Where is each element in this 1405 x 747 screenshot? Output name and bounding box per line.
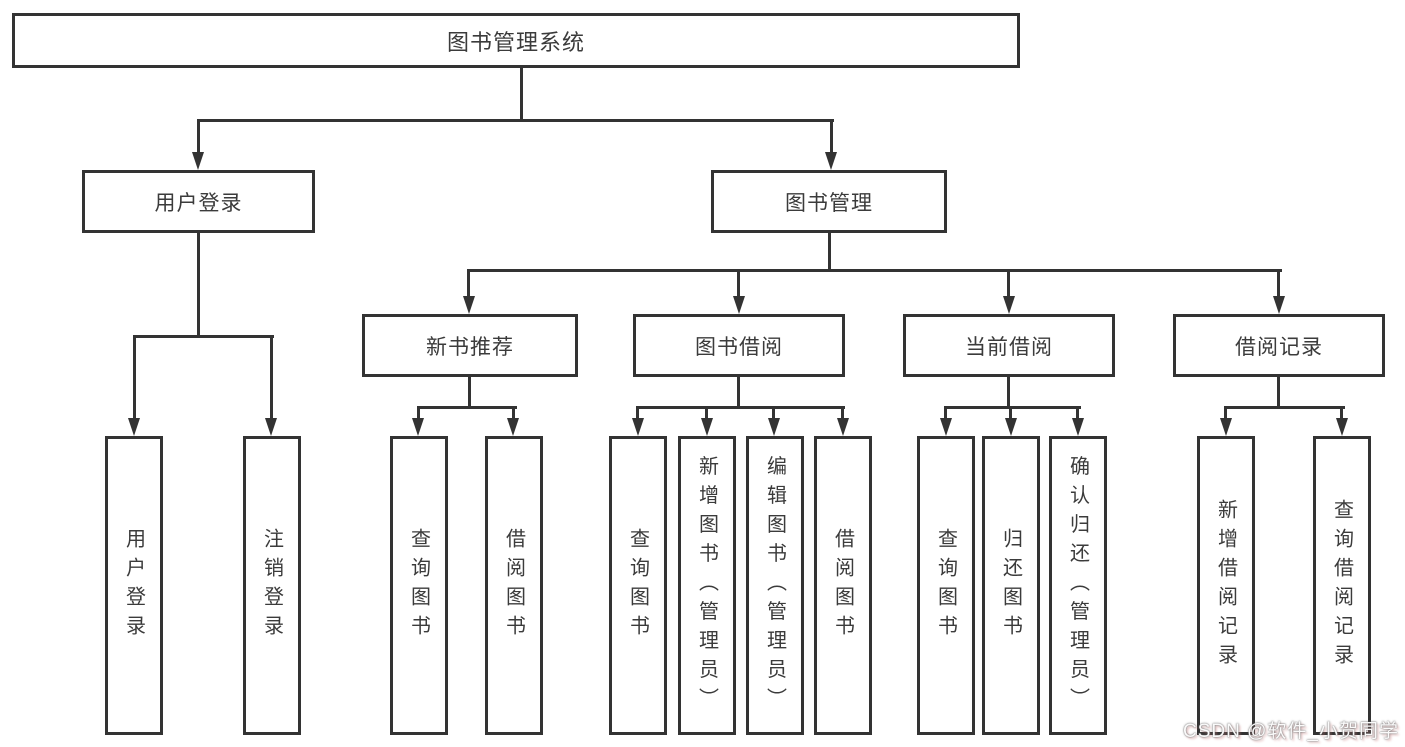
leaf-label: 注销登录 [260,527,283,644]
leaf-label: 查询图书 [934,527,957,644]
node-label: 借阅记录 [1235,335,1323,359]
leaf-label: 归还图书 [999,527,1022,644]
connector-line [828,233,831,271]
arrowhead [128,418,140,436]
connector-line [841,409,844,419]
connector-line [133,335,274,338]
connector-line [417,409,420,419]
csdn-watermark: CSDN @软件_小贺同学 [1183,721,1399,742]
connector-line [467,272,470,298]
leaf-logout: 注销登录 [243,436,301,735]
connector-line [133,338,136,420]
connector-line [1076,409,1079,419]
leaf-query-books: 查询图书 [390,436,448,735]
arrowhead [1336,418,1348,436]
connector-line [772,409,775,419]
arrowhead [507,418,519,436]
arrowhead [825,152,837,170]
leaf-label: 用户登录 [122,527,145,644]
leaf-query-books: 查询图书 [609,436,667,735]
leaf-label: 编辑图书（管理员） [763,455,786,716]
node-book-borrow: 图书借阅 [633,314,845,377]
arrowhead [701,418,713,436]
node-root: 图书管理系统 [12,13,1020,68]
arrowhead [412,418,424,436]
node-new-book-recommend: 新书推荐 [362,314,578,377]
node-label: 图书借阅 [695,335,783,359]
arrowhead [265,418,277,436]
arrowhead [1072,418,1084,436]
connector-line [1007,272,1010,298]
arrowhead [837,418,849,436]
arrowhead [463,296,475,314]
leaf-label: 查询借阅记录 [1330,498,1353,673]
node-current-borrow: 当前借阅 [903,314,1115,377]
node-label: 当前借阅 [965,335,1053,359]
connector-line [197,121,200,153]
leaf-label: 新增借阅记录 [1214,498,1237,673]
leaf-add-books-admin: 新增图书（管理员） [678,436,736,735]
arrowhead [192,152,204,170]
leaf-query-books: 查询图书 [917,436,975,735]
leaf-label: 借阅图书 [831,527,854,644]
node-user-login: 用户登录 [82,170,315,233]
connector-line [1009,409,1012,419]
leaf-borrow-books: 借阅图书 [485,436,543,735]
arrowhead [1220,418,1232,436]
connector-line [1277,272,1280,298]
node-label: 用户登录 [154,191,243,215]
connector-line [197,233,200,337]
connector-line [1277,377,1280,408]
connector-line [270,338,273,420]
node-label: 图书管理系统 [446,29,585,55]
leaf-user-login: 用户登录 [105,436,163,735]
leaf-label: 确认归还（管理员） [1066,455,1089,716]
connector-line [1224,406,1345,409]
arrowhead [632,418,644,436]
connector-line [636,409,639,419]
arrowhead [1273,296,1285,314]
connector-line [737,272,740,298]
leaf-query-borrow-record: 查询借阅记录 [1313,436,1371,735]
node-book-management: 图书管理 [711,170,947,233]
connector-line [1007,377,1010,408]
leaf-borrow-books: 借阅图书 [814,436,872,735]
arrowhead [768,418,780,436]
connector-line [520,68,523,121]
connector-line [512,409,515,419]
leaf-label: 查询图书 [407,527,430,644]
connector-line [636,406,845,409]
node-borrow-records: 借阅记录 [1173,314,1385,377]
leaf-return-books: 归还图书 [982,436,1040,735]
node-label: 新书推荐 [426,335,514,359]
connector-line [468,377,471,408]
connector-line [737,377,740,408]
leaf-label: 借阅图书 [502,527,525,644]
arrowhead [1005,418,1017,436]
leaf-add-borrow-record: 新增借阅记录 [1197,436,1255,735]
connector-line [944,406,1081,409]
leaf-label: 查询图书 [626,527,649,644]
arrowhead [733,296,745,314]
leaf-edit-books-admin: 编辑图书（管理员） [746,436,804,735]
connector-line [197,119,834,122]
leaf-confirm-return-admin: 确认归还（管理员） [1049,436,1107,735]
arrowhead [1003,296,1015,314]
node-label: 图书管理 [785,191,873,215]
arrowhead [940,418,952,436]
connector-line [467,269,1282,272]
connector-line [705,409,708,419]
connector-line [830,121,833,153]
leaf-label: 新增图书（管理员） [695,455,718,716]
connector-line [1340,409,1343,419]
connector-line [1224,409,1227,419]
connector-line [417,406,517,409]
connector-line [944,409,947,419]
